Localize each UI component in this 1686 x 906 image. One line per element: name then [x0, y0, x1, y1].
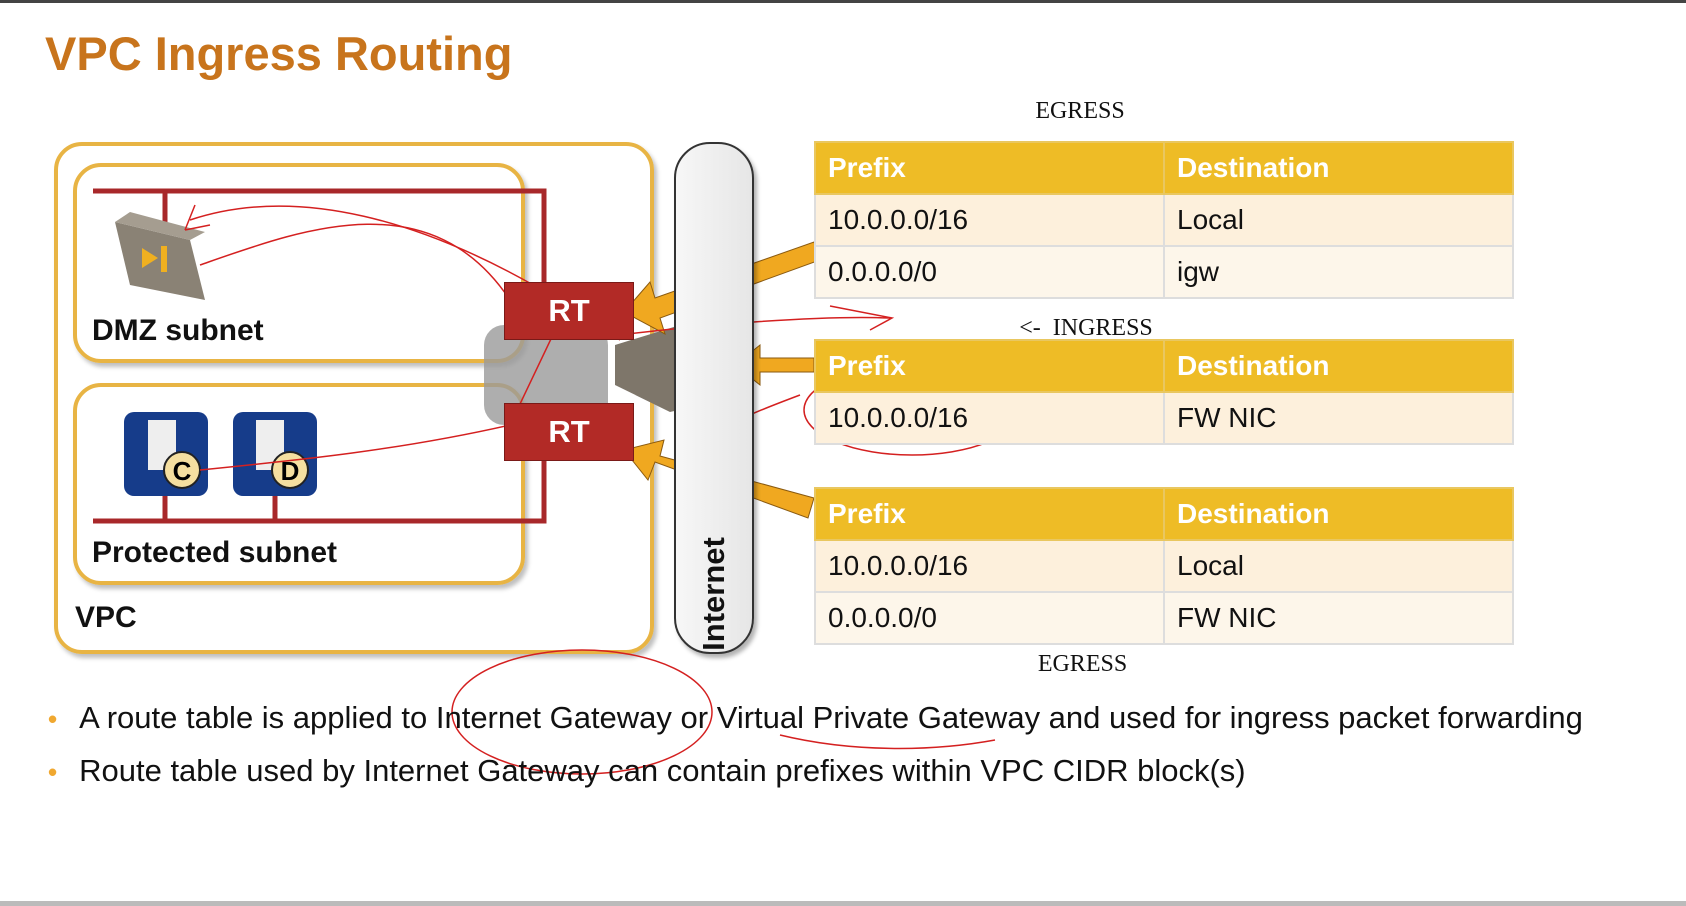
cell-destination: FW NIC	[1163, 391, 1514, 445]
cell-destination: FW NIC	[1163, 591, 1514, 645]
cell-prefix: 10.0.0.0/16	[814, 391, 1165, 445]
internet-label: Internet	[696, 537, 731, 651]
firewall-icon	[115, 212, 205, 300]
cell-prefix: 10.0.0.0/16	[814, 193, 1165, 247]
header-destination: Destination	[1163, 141, 1514, 195]
subnet-wiring	[93, 188, 547, 524]
bullet-item: • Route table used by Internet Gateway ca…	[48, 753, 1246, 789]
slide-title: VPC Ingress Routing	[45, 27, 513, 80]
bullet-item: • A route table is applied to Internet Ga…	[48, 700, 1583, 736]
vpc-label: VPC	[75, 601, 137, 634]
route-table-dmz[interactable]: RT	[504, 282, 634, 340]
cell-destination: Local	[1163, 539, 1514, 593]
bottom-border	[0, 901, 1686, 906]
cell-destination: Local	[1163, 193, 1514, 247]
route-table-protected[interactable]: RT	[504, 403, 634, 461]
bullet-text: A route table is applied to Internet Gat…	[79, 700, 1583, 735]
header-destination: Destination	[1163, 339, 1514, 393]
bullet-text: Route table used by Internet Gateway can…	[79, 753, 1246, 788]
router-icon	[484, 325, 608, 425]
header-prefix: Prefix	[814, 141, 1165, 195]
bullet-dot-icon: •	[48, 704, 58, 734]
server-c-label: C	[173, 456, 192, 486]
header-prefix: Prefix	[814, 487, 1165, 541]
bullet-dot-icon: •	[48, 757, 58, 787]
cell-destination: igw	[1163, 245, 1514, 299]
server-c-icon	[124, 412, 208, 496]
header-destination: Destination	[1163, 487, 1514, 541]
server-d-label: D	[281, 456, 300, 486]
cell-prefix: 0.0.0.0/0	[814, 591, 1165, 645]
header-prefix: Prefix	[814, 339, 1165, 393]
dmz-subnet-label: DMZ subnet	[92, 314, 264, 347]
top-border	[0, 0, 1686, 3]
dmz-subnet-box	[73, 163, 525, 363]
cell-prefix: 0.0.0.0/0	[814, 245, 1165, 299]
server-d-icon	[233, 412, 317, 496]
protected-subnet-box	[73, 383, 525, 585]
internet-pill: Internet	[674, 142, 754, 654]
protected-subnet-label: Protected subnet	[92, 536, 338, 569]
cell-prefix: 10.0.0.0/16	[814, 539, 1165, 593]
egress-top-note: EGRESS	[1010, 98, 1150, 125]
